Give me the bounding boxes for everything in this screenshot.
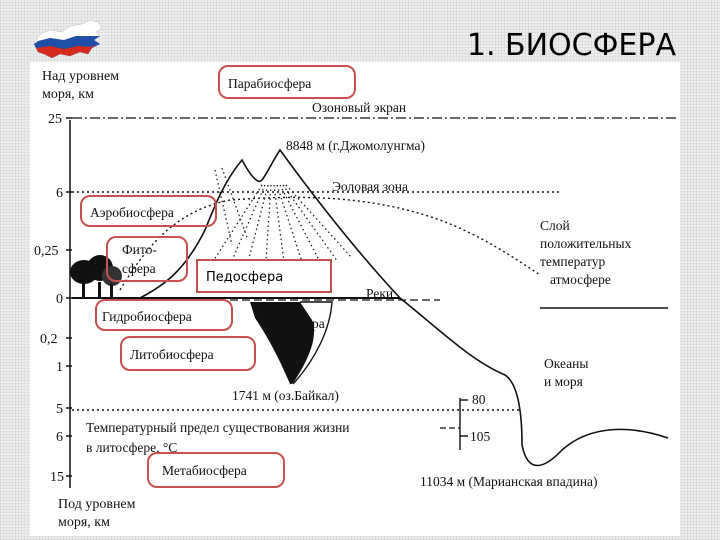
pedosphere-label: Педосфера [206, 270, 283, 285]
metabiosphere-label: Метабиосфера [162, 463, 247, 478]
lake-partial-label: ера [306, 316, 325, 331]
everest-label: 8848 м (г.Джомолунгма) [286, 138, 425, 153]
positive-temp-label-line2: положительных [540, 236, 632, 251]
positive-temp-label-line3: температур [540, 254, 606, 269]
axis-tick-label: 0,25 [34, 244, 59, 259]
baikal-label: 1741 м (оз.Байкал) [232, 388, 339, 403]
oceans-label-line2: и моря [544, 374, 583, 389]
hydrobiosphere-box: Гидробиосфера [96, 300, 232, 330]
parabiosphere-label: Парабиосфера [228, 76, 311, 91]
temp-80-label: 80 [472, 392, 486, 407]
phytosphere-label-line2: сфера [122, 261, 156, 276]
aerobiosphere-label: Аэробиосфера [90, 205, 174, 220]
axis-tick-label: 6 [56, 186, 63, 201]
axis-tick-label: 25 [48, 112, 62, 127]
positive-temp-label-line1: Слой [540, 218, 570, 233]
temp-limit-label-line1: Температурный предел существования жизни [86, 420, 350, 435]
phytosphere-label-line1: Фито- [122, 242, 157, 257]
axis-tick-label: 1 [56, 360, 63, 375]
oceans-label-line1: Океаны [544, 356, 588, 371]
rivers-label: Реки [366, 286, 393, 301]
hydrobiosphere-label: Гидробиосфера [102, 309, 192, 324]
axis-tick-label: 0 [56, 292, 63, 307]
axis-bottom-label-line2: моря, км [58, 515, 110, 530]
lithobiosphere-label: Литобиосфера [130, 347, 214, 362]
positive-temp-label-line4: атмосфере [550, 272, 611, 287]
axis-tick-label: 15 [50, 470, 64, 485]
axis-tick-label: 0,2 [40, 332, 58, 347]
temp-105-label: 105 [470, 429, 491, 444]
axis-bottom-label-line1: Под уровнем [58, 497, 136, 512]
axis-tick-label: 5 [56, 402, 63, 417]
pedosphere-box: Педосфера [197, 260, 331, 292]
aeolian-zone-label: Эоловая зона [332, 179, 408, 194]
mariana-label: 11034 м (Марианская впадина) [420, 474, 598, 489]
ozone-screen-label: Озоновый экран [312, 100, 406, 115]
axis-top-label-line2: моря, км [42, 87, 94, 102]
axis-tick-label: 6 [56, 430, 63, 445]
axis-top-label-line1: Над уровнем [42, 69, 119, 84]
